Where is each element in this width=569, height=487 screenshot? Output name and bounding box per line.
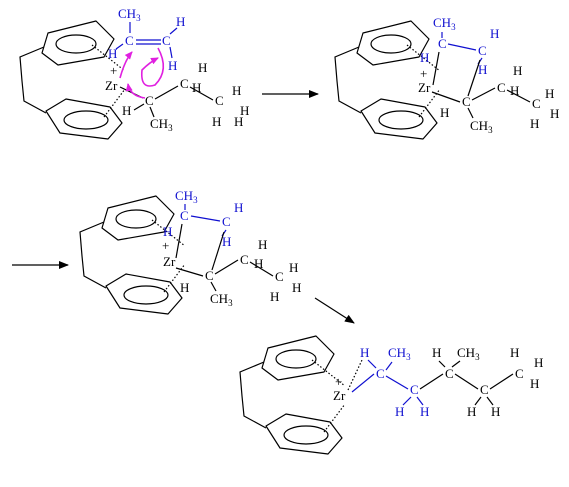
charge-4: + bbox=[335, 374, 342, 389]
h-gamma-3a: H bbox=[289, 260, 298, 275]
zr-3: Zr bbox=[163, 254, 176, 269]
h-gamma-3c: H bbox=[270, 289, 279, 304]
h-beta-3b: H bbox=[254, 256, 263, 271]
h-e2-4: H bbox=[534, 355, 543, 370]
h-b1-4: H bbox=[395, 404, 404, 419]
c-b-3: C bbox=[222, 214, 231, 229]
h-beta-1b: H bbox=[192, 80, 201, 95]
ch3-alpha-1: CH3 bbox=[150, 116, 173, 133]
h-e3-4: H bbox=[530, 376, 539, 391]
h-beta-1a: H bbox=[198, 60, 207, 75]
h-gamma-2c: H bbox=[530, 116, 539, 131]
h-alkene-a-1: H bbox=[108, 46, 117, 61]
h-d1-4: H bbox=[467, 404, 476, 419]
h-b2-2: H bbox=[478, 62, 487, 77]
h-b1-3: H bbox=[234, 200, 243, 215]
h-alpha-1: H bbox=[122, 103, 131, 118]
ch3-1: CH3 bbox=[118, 6, 141, 23]
h-a-2: H bbox=[420, 50, 429, 65]
c-a-3: C bbox=[180, 208, 189, 223]
h-d2-4: H bbox=[491, 404, 500, 419]
c-alpha-1: C bbox=[145, 93, 154, 108]
zr-1: Zr bbox=[105, 78, 118, 93]
c-gamma-3: C bbox=[275, 269, 284, 284]
c-a-4: C bbox=[376, 366, 385, 381]
c-gamma-2: C bbox=[532, 96, 541, 111]
arrow-3 bbox=[314, 297, 355, 324]
h-zr-4: H bbox=[360, 345, 369, 360]
h-gamma-1a: H bbox=[232, 83, 241, 98]
step-reactant: + Zr CH3 C C H H H C H CH3 C H H C H H H… bbox=[19, 6, 249, 140]
h-alkene-b1-1: H bbox=[176, 14, 185, 29]
charge-3: + bbox=[162, 238, 169, 253]
h-alpha-3: H bbox=[180, 280, 189, 295]
ch3-alpha-2: CH3 bbox=[470, 118, 493, 135]
h-beta-2b: H bbox=[510, 83, 519, 98]
c-b-2: C bbox=[478, 43, 487, 58]
charge-1: + bbox=[110, 63, 117, 78]
c-a-2: C bbox=[438, 36, 447, 51]
electron-arrow-3 bbox=[125, 83, 146, 99]
h-beta-3a: H bbox=[258, 237, 267, 252]
h-gamma-2a: H bbox=[545, 86, 554, 101]
step-product: + Zr H CH3 C C H H C H CH3 C H H C H H H bbox=[239, 335, 543, 455]
c-beta-1: C bbox=[180, 76, 189, 91]
c-e-4: C bbox=[515, 366, 524, 381]
c-alpha-3: C bbox=[205, 268, 214, 283]
zr-2: Zr bbox=[418, 80, 431, 95]
h-a-3: H bbox=[163, 224, 172, 239]
ch3-c-4: CH3 bbox=[457, 345, 480, 362]
h-b2-3: H bbox=[222, 234, 231, 249]
c-alpha-2: C bbox=[462, 94, 471, 109]
c-beta-2: C bbox=[497, 80, 506, 95]
ch3-3: CH3 bbox=[175, 188, 198, 205]
ch3-alpha-3: CH3 bbox=[210, 291, 233, 308]
electron-arrow-1 bbox=[119, 51, 133, 79]
c-alkene-b-1: C bbox=[162, 33, 171, 48]
charge-2: + bbox=[420, 66, 427, 81]
h-gamma-1b: H bbox=[240, 103, 249, 118]
c-c-4: C bbox=[445, 366, 454, 381]
metallocene-4 bbox=[239, 335, 346, 455]
c-beta-3: C bbox=[240, 252, 249, 267]
h-gamma-2b: H bbox=[550, 106, 559, 121]
h-c-4: H bbox=[432, 345, 441, 360]
c-gamma-1: C bbox=[215, 93, 224, 108]
step-transition-state: + Zr CH3 C C H H H C H CH3 C H H C H H H bbox=[334, 15, 559, 140]
c-alkene-a-1: C bbox=[125, 33, 134, 48]
ch3-4: CH3 bbox=[388, 345, 411, 362]
ch3-2: CH3 bbox=[433, 15, 456, 32]
c-b-4: C bbox=[410, 382, 419, 397]
h-alkene-b2-1: H bbox=[168, 58, 177, 73]
h-gamma-3b: H bbox=[292, 280, 301, 295]
step-intermediate: + Zr CH3 C C H H H C H CH3 C H H C H H H bbox=[79, 188, 301, 315]
h-gamma-1d: H bbox=[234, 114, 243, 129]
h-e1-4: H bbox=[510, 345, 519, 360]
h-b2-4: H bbox=[420, 404, 429, 419]
c-d-4: C bbox=[480, 382, 489, 397]
h-b1-2: H bbox=[490, 26, 499, 41]
h-alpha-2: H bbox=[440, 105, 449, 120]
h-beta-2a: H bbox=[513, 63, 522, 78]
electron-arrow-2 bbox=[140, 47, 165, 87]
zr-4: Zr bbox=[333, 388, 346, 403]
h-gamma-1c: H bbox=[212, 114, 221, 129]
